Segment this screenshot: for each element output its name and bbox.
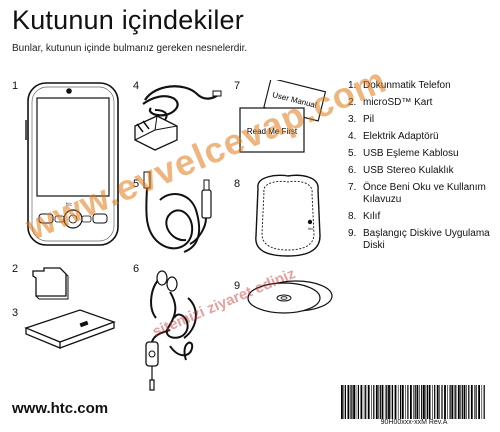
battery-illustration — [24, 309, 116, 349]
figure-number-1: 1 — [12, 80, 19, 92]
page-subtitle: Bunlar, kutunun içinde bulmanız gereken … — [12, 43, 248, 54]
figure-number-5: 5 — [133, 178, 140, 190]
svg-text:htc: htc — [66, 202, 73, 208]
list-item: 2.microSD™ Kart — [348, 97, 433, 108]
list-item: 8.Kılıf — [348, 211, 381, 222]
manuals-illustration: User Manual Read Me First — [239, 80, 327, 153]
figure-number-7: 7 — [234, 80, 241, 92]
phone-illustration: htc — [25, 82, 119, 246]
figure-number-8: 8 — [234, 178, 241, 190]
list-item: 9.Başlangıç Diskive Uygulama Diski — [348, 228, 490, 251]
usb-cable-illustration — [143, 171, 212, 253]
pouch-illustration: htc — [255, 174, 321, 257]
headset-illustration — [145, 270, 197, 391]
list-item: 7.Önce Beni Oku ve Kullanım Kılavuzu — [348, 182, 486, 205]
figure-number-6: 6 — [133, 263, 140, 275]
list-item: 1.Dokunmatik Telefon — [348, 80, 451, 91]
figure-number-2: 2 — [12, 263, 19, 275]
footer-url[interactable]: www.htc.com — [12, 400, 109, 417]
list-item: 5.USB Eşleme Kablosu — [348, 148, 459, 159]
list-item: 3.Pil — [348, 114, 375, 125]
list-item: 4.Elektrik Adaptörü — [348, 131, 439, 142]
list-item: 6.USB Stereo Kulaklık — [348, 165, 454, 176]
read-me-first-label: Read Me First — [247, 127, 298, 136]
svg-text:htc: htc — [308, 226, 313, 231]
page-title: Kutunun içindekiler — [12, 5, 244, 35]
barcode-caption: 90H00xxx-xxM Rev.A — [380, 419, 448, 426]
power-adapter-illustration — [134, 85, 222, 151]
contents-list: 1.Dokunmatik Telefon 2.microSD™ Kart 3.P… — [348, 80, 496, 257]
figure-number-3: 3 — [12, 307, 19, 319]
discs-illustration — [247, 280, 333, 314]
microsd-card-illustration — [32, 267, 69, 300]
figure-number-9: 9 — [234, 280, 241, 292]
barcode-image — [341, 385, 485, 419]
figure-number-4: 4 — [133, 80, 140, 92]
